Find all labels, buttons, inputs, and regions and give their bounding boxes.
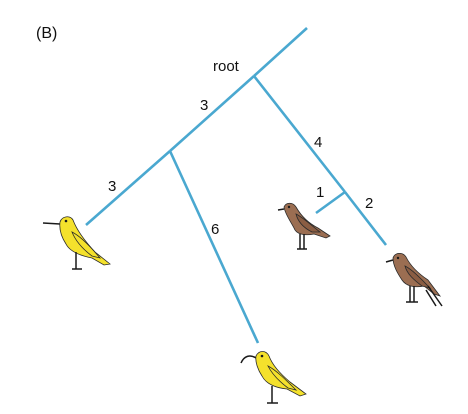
branch-length-left-yellow: 3 [108, 178, 116, 195]
branch-root-to-yellow-clade [169, 75, 255, 152]
branch-length-left-brown: 1 [316, 184, 324, 201]
brown-long-tail-bird-icon [385, 252, 443, 307]
branch-length-bottom-yellow: 6 [211, 221, 219, 238]
panel-label: (B) [36, 25, 57, 42]
tree-branches [85, 27, 388, 344]
branch-to-left-yellow-bird [85, 150, 171, 226]
yellow-curved-beak-bird-icon [240, 351, 307, 404]
branch-to-left-brown-bird [315, 190, 346, 215]
yellow-bird-icon [42, 216, 111, 270]
brown-bird-icon [277, 202, 331, 250]
branch-root-to-brown-clade [252, 75, 347, 193]
root-stem-branch [253, 27, 308, 77]
branch-length-root-yellow: 3 [200, 97, 208, 114]
root-label: root [213, 58, 240, 75]
branch-length-root-brown: 4 [314, 134, 322, 151]
branch-to-right-brown-bird [343, 191, 388, 246]
branch-length-right-brown: 2 [365, 195, 373, 212]
branch-to-bottom-yellow-bird [168, 150, 260, 344]
